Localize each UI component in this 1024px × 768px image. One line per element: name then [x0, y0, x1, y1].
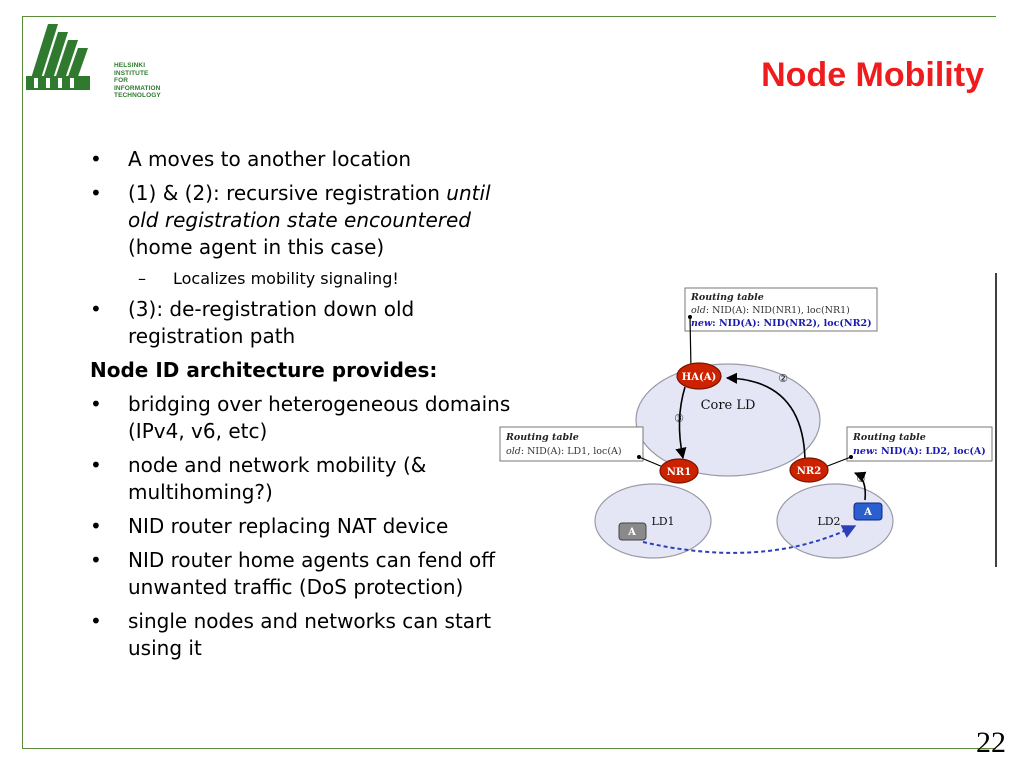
- bullet-text: single nodes and networks can start usin…: [128, 609, 492, 660]
- step3-label: ③: [674, 412, 684, 425]
- bullet-item: node and network mobility (& multihoming…: [90, 452, 515, 506]
- rt-left-old-val: : NID(A): LD1, loc(A): [521, 446, 622, 457]
- bullet-item: (3): de-registration down old registrati…: [90, 296, 515, 350]
- mobility-diagram: Core LD LD1 LD2 Routing table old: NID(A…: [499, 273, 997, 567]
- core-ld-domain: [635, 363, 821, 477]
- rt-top-old-val: : NID(A): NID(NR1), loc(NR1): [706, 305, 850, 316]
- ld2-label: LD2: [817, 515, 840, 528]
- hiit-logo-mark: [26, 24, 90, 90]
- rt-right-new-val: : NID(A): LD2, loc(A): [874, 446, 986, 457]
- bullet-item: NID router replacing NAT device: [90, 513, 515, 540]
- home-agent-router: HA(A): [676, 362, 722, 390]
- nr2-router: NR2: [789, 457, 829, 483]
- rt-left-leader: [638, 456, 664, 468]
- left-rule: [22, 16, 23, 748]
- rt-right-leader: [824, 456, 852, 468]
- logo-line: INSTITUTE FOR: [114, 69, 149, 85]
- rt-left-title: Routing table: [505, 432, 579, 443]
- rt-right-new: new: NID(A): LD2, loc(A): [853, 446, 986, 457]
- core-ld-label: Core LD: [701, 398, 756, 413]
- logo-text: HELSINKI INSTITUTE FOR INFORMATION TECHN…: [114, 62, 161, 100]
- bullet-item: NID router home agents can fend off unwa…: [90, 547, 515, 601]
- logo-line: HELSINKI: [114, 62, 146, 69]
- arrow-step2: [725, 372, 806, 461]
- page-number: 22: [976, 726, 1006, 759]
- node-a-new: A: [853, 502, 883, 521]
- bullet-item: single nodes and networks can start usin…: [90, 608, 515, 662]
- bullet-text: (1) & (2): recursive registration: [128, 181, 447, 205]
- arrow-step3: [675, 386, 687, 460]
- rt-top-new: new: NID(A): NID(NR2), loc(NR2): [691, 318, 872, 329]
- step1-label: ①: [856, 472, 866, 485]
- sub-bullet-item: Localizes mobility signaling!: [90, 268, 515, 290]
- logo-line: TECHNOLOGY: [114, 92, 161, 99]
- bullet-text: (3): de-registration down old registrati…: [128, 297, 415, 348]
- ld1-label: LD1: [651, 515, 674, 528]
- rt-left-old-key: old: [506, 446, 521, 457]
- rt-top-old: old: NID(A): NID(NR1), loc(NR1): [691, 305, 850, 316]
- bullet-text: (home agent in this case): [128, 235, 385, 259]
- rt-left-leader-dot: [637, 455, 641, 459]
- nr2-label: NR2: [797, 466, 821, 477]
- bullet-text: NID router replacing NAT device: [128, 514, 449, 538]
- step2-label: ②: [778, 372, 788, 385]
- section-header: Node ID architecture provides:: [90, 358, 438, 382]
- bullet-text: node and network mobility (& multihoming…: [128, 453, 427, 504]
- slide-body: A moves to another location (1) & (2): r…: [90, 146, 515, 669]
- node-a-old: A: [618, 522, 647, 541]
- bullet-item: bridging over heterogeneous domains (IPv…: [90, 391, 515, 445]
- bullet-item: (1) & (2): recursive registration until …: [90, 180, 515, 261]
- rt-right-title: Routing table: [852, 432, 926, 443]
- logo-line: INFORMATION: [114, 84, 161, 92]
- bullet-text: NID router home agents can fend off unwa…: [128, 548, 496, 599]
- bullet-text: bridging over heterogeneous domains (IPv…: [128, 392, 511, 443]
- rt-right-leader-dot: [849, 455, 853, 459]
- rt-top-title: Routing table: [690, 292, 764, 303]
- rt-top-new-val: : NID(A): NID(NR2), loc(NR2): [712, 318, 871, 329]
- bullet-text: A moves to another location: [128, 147, 412, 171]
- rt-top-old-key: old: [691, 305, 706, 316]
- routing-table-right: Routing table new: NID(A): LD2, loc(A): [846, 426, 993, 462]
- bullet-text-italic: until old registration state encountered: [128, 181, 491, 232]
- bottom-rule: [22, 748, 996, 749]
- nr1-router: NR1: [659, 458, 699, 484]
- move-path-arrow: [642, 525, 857, 554]
- rt-right-new-key: new: [853, 446, 875, 457]
- hiit-logo: HELSINKI INSTITUTE FOR INFORMATION TECHN…: [24, 18, 161, 99]
- node-a-new-label: A: [863, 507, 872, 518]
- rt-left-old: old: NID(A): LD1, loc(A): [506, 446, 622, 457]
- rt-top-leader-dot: [688, 315, 692, 319]
- sub-bullet-text: Localizes mobility signaling!: [173, 269, 399, 288]
- rt-top-leader: [689, 316, 692, 371]
- routing-table-left: Routing table old: NID(A): LD1, loc(A): [499, 426, 644, 462]
- node-a-old-label: A: [627, 527, 636, 538]
- routing-table-top: Routing table old: NID(A): NID(NR1), loc…: [684, 287, 878, 332]
- arrow-step1: [853, 471, 867, 501]
- nr1-label: NR1: [667, 467, 691, 478]
- top-rule: [22, 16, 996, 17]
- ha-label: HA(A): [682, 372, 716, 383]
- bullet-item: A moves to another location: [90, 146, 515, 173]
- slide-title: Node Mobility: [761, 56, 984, 94]
- rt-top-new-key: new: [691, 318, 713, 329]
